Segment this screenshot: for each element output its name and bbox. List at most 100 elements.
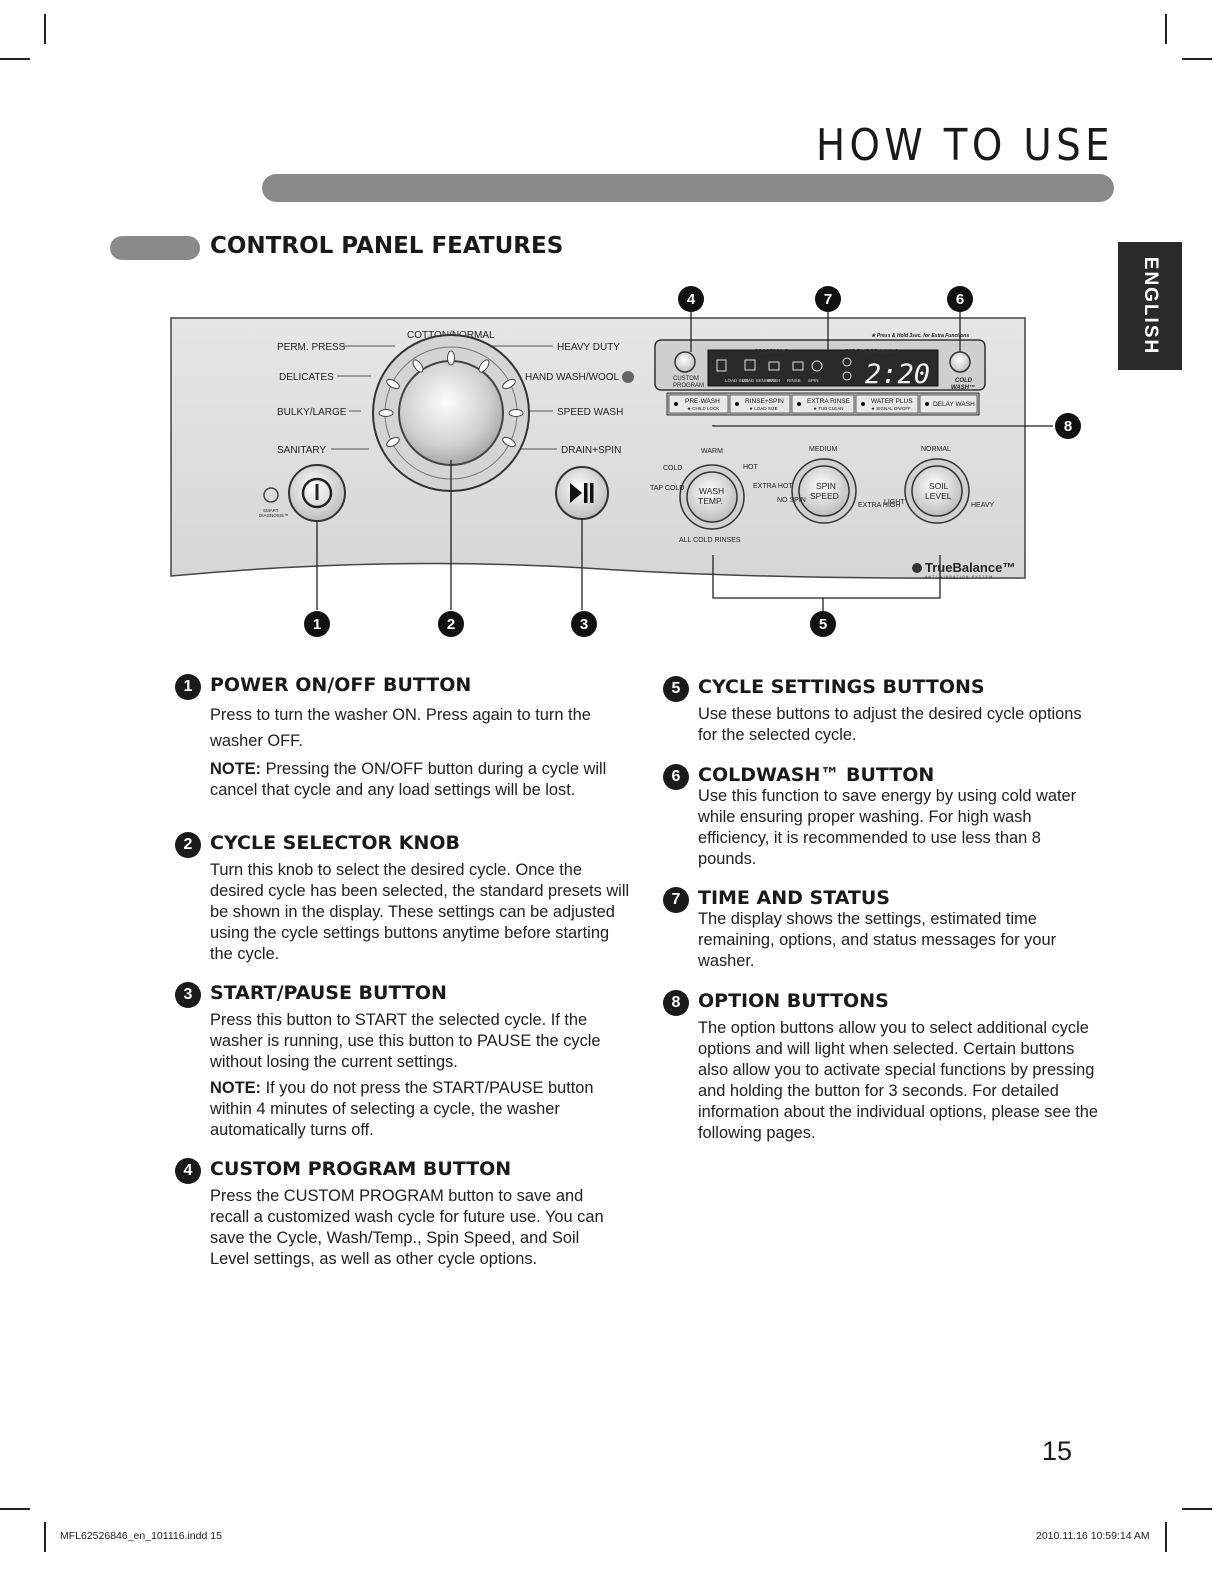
crop-mark (44, 14, 46, 44)
page-number: 15 (1042, 1436, 1073, 1466)
cycle-selector-knob[interactable] (372, 334, 530, 492)
svg-text:6: 6 (956, 291, 964, 308)
note-label: NOTE: (210, 1079, 261, 1097)
spin-speed-level: EXTRA HIGH (858, 502, 900, 509)
feature-text: The option buttons allow you to select a… (698, 1019, 1099, 1142)
option-sub-label: ★ CHILD LOCK (687, 406, 719, 411)
wash-temp-label: TEMP. (698, 496, 723, 506)
start-pause-button[interactable] (555, 466, 609, 520)
cycle-label-speed-wash: SPEED WASH (557, 407, 623, 418)
soil-level-label: SOIL (929, 481, 949, 491)
feature-note: NOTE: If you do not press the START/PAUS… (210, 1078, 630, 1141)
feature-title: COLDWASH™ BUTTON (698, 764, 935, 786)
brand-sub-label: ANTI-VIBRATION SYSTEM (925, 575, 993, 579)
callout-8: 8 (1055, 413, 1081, 439)
spin-speed-level: NO SPIN (777, 497, 806, 504)
callout-3: 3 (571, 611, 597, 637)
smart-diagnosis-label: SMART (263, 508, 279, 513)
power-button[interactable] (288, 464, 346, 522)
soil-level-level: LIGHT (884, 499, 905, 506)
note-text: If you do not press the START/PAUSE butt… (210, 1079, 594, 1139)
custom-program-label: CUSTOM (673, 376, 699, 382)
wash-temp-label: WASH (699, 486, 724, 496)
callout-1: 1 (304, 611, 330, 637)
feature-text: Use these buttons to adjust the desired … (698, 705, 1082, 744)
spin-speed-label: SPIN (816, 481, 836, 491)
display-step: RINSE (787, 378, 801, 383)
truebalance-logo: TrueBalance™ ANTI-VIBRATION SYSTEM (912, 560, 1015, 579)
footer-file: MFL62526846_en_101116.indd 15 (60, 1530, 222, 1542)
crop-mark (1165, 1522, 1167, 1552)
svg-text:8: 8 (1064, 418, 1072, 435)
coldwash-button[interactable] (949, 351, 971, 373)
display-step: WASH (767, 378, 780, 383)
coldwash-label: COLD (955, 378, 973, 384)
option-sub-label: ★ LOAD SIZE (749, 406, 778, 411)
feature-number: 2 (175, 832, 201, 858)
cycle-progress-icons (716, 359, 823, 372)
feature-number: 1 (175, 674, 201, 700)
option-button-water-plus[interactable]: WATER PLUS ★ SIGNAL ON/OFF (855, 394, 919, 414)
wash-temp-level: WARM (701, 448, 723, 455)
note-text: Pressing the ON/OFF button during a cycl… (210, 760, 607, 799)
callout-6: 6 (947, 286, 973, 312)
soil-level-label: LEVEL (925, 491, 952, 501)
crop-mark (44, 1522, 46, 1552)
spin-speed-button[interactable]: SPIN SPEED (791, 458, 857, 524)
feature-number: 3 (175, 982, 201, 1008)
option-button-pre-wash[interactable]: PRE-WASH ★ CHILD LOCK (668, 394, 729, 414)
feature-text: Turn this knob to select the desired cyc… (210, 861, 630, 963)
feature-note: NOTE: Pressing the ON/OFF button during … (210, 759, 630, 801)
crop-mark (1165, 14, 1167, 44)
page-header: HOW TO USE (816, 120, 1115, 171)
wash-temp-level: EXTRA HOT (753, 483, 793, 490)
header-bar (262, 174, 1114, 202)
cycle-label-drain-spin: DRAIN+SPIN (561, 445, 621, 456)
feature-title: CYCLE SELECTOR KNOB (210, 832, 460, 854)
spin-speed-label: SPEED (810, 491, 839, 501)
option-label: EXTRA RINSE (807, 398, 851, 405)
svg-text:5: 5 (819, 616, 827, 633)
wash-temp-button[interactable]: WASH TEMP. (679, 464, 745, 530)
display-est-time-label: EST. TIME REMAINING (845, 349, 899, 355)
callout-4: 4 (678, 286, 704, 312)
feature-text: Press the CUSTOM PROGRAM button to save … (210, 1187, 604, 1268)
option-button-delay-wash[interactable]: DELAY WASH (919, 394, 978, 414)
callout-2: 2 (438, 611, 464, 637)
crop-mark (1182, 58, 1212, 60)
crop-mark (1182, 1508, 1212, 1510)
svg-text:3: 3 (580, 616, 588, 633)
option-button-rinse-spin[interactable]: RINSE+SPIN ★ LOAD SIZE (729, 394, 791, 414)
brand-label: TrueBalance™ (925, 560, 1015, 575)
play-pause-icon (570, 483, 582, 503)
soil-level-button[interactable]: SOIL LEVEL (904, 458, 970, 524)
custom-program-button[interactable] (674, 351, 696, 373)
clock-icon (842, 371, 852, 381)
svg-text:2: 2 (447, 616, 455, 633)
all-cold-rinses-label: ALL COLD RINSES (679, 537, 741, 544)
spin-speed-level: MEDIUM (809, 446, 838, 453)
feature-text: The display shows the settings, estimate… (698, 910, 1057, 970)
option-sub-label: ★ SIGNAL ON/OFF (871, 406, 911, 411)
option-button-extra-rinse[interactable]: EXTRA RINSE ★ TUB CLEAN (791, 394, 855, 414)
section-title: CONTROL PANEL FEATURES (210, 233, 564, 259)
feature-text: Use this function to save energy by usin… (698, 787, 1077, 868)
soil-level-level: HEAVY (971, 502, 995, 509)
feature-number: 4 (175, 1158, 201, 1184)
wash-temp-level: HOT (743, 464, 759, 471)
control-panel-diagram: COTTON/NORMAL PERM. PRESS DELICATES BULK… (170, 286, 1081, 637)
svg-text:1: 1 (313, 616, 321, 633)
cycle-label-sanitary: SANITARY (277, 445, 326, 456)
feature-title: TIME AND STATUS (698, 887, 890, 909)
lock-icon (842, 357, 852, 367)
option-sub-label: ★ TUB CLEAN (813, 406, 843, 411)
feature-title: CUSTOM PROGRAM BUTTON (210, 1158, 512, 1180)
feature-title: POWER ON/OFF BUTTON (210, 674, 472, 696)
section-pill (110, 236, 200, 260)
wash-temp-level: TAP COLD (650, 485, 684, 492)
callout-7: 7 (815, 286, 841, 312)
option-label: WATER PLUS (871, 398, 913, 405)
smart-diagnosis-label: DIAGNOSIS™ (259, 513, 289, 518)
smart-diagnosis-icon: SMART DIAGNOSIS™ (259, 487, 289, 518)
feature-number: 6 (663, 764, 689, 790)
